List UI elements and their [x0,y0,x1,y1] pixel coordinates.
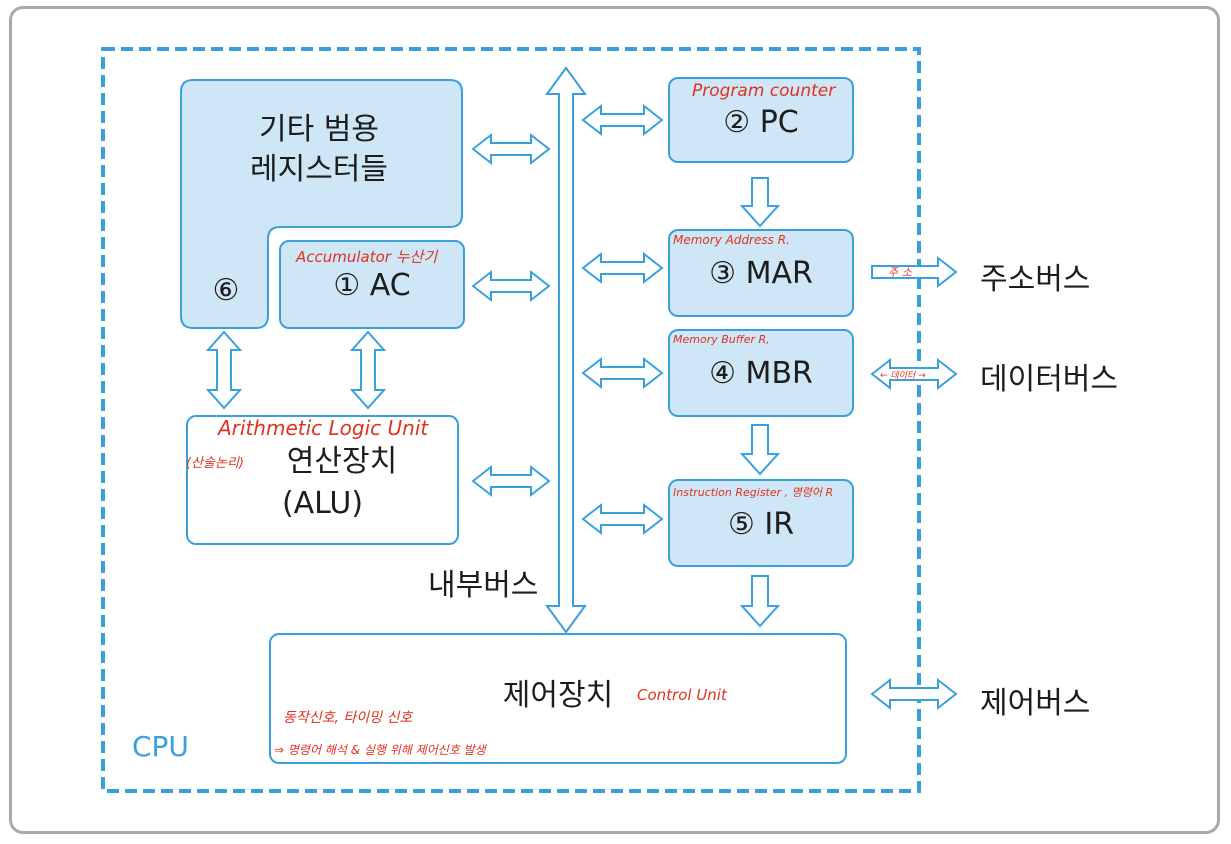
ac-label: ① AC [333,268,411,303]
mbr-label: ④ MBR [709,356,813,391]
accumulator-note: Accumulator 누산기 [296,248,438,266]
instruction-register-note: Instruction Register , 명령어 R [673,486,834,499]
data-bus-arrow [870,357,958,391]
alu-bus-arrow [471,464,551,498]
mar-box [668,229,854,317]
alu-line2: (ALU) [281,486,364,521]
cpu-label: CPU [132,730,189,763]
mbr-to-ir-arrow [739,424,781,476]
pc-to-mar-arrow [739,177,781,228]
general-registers-alu-arrow [205,330,243,410]
alu-box [186,415,459,545]
pc-box [668,77,854,163]
address-bus-arrow [871,255,958,289]
alu-note-korean: (산술논리) [186,456,244,471]
control-bus-arrow [870,677,958,711]
address-bus-label: 주소버스 [980,262,1091,297]
internal-bus-arrow [545,66,587,634]
general-registers-line2: 레지스터들 [250,152,388,187]
ir-box [668,479,854,567]
mbr-box [668,329,854,417]
alu-note: Arithmetic Logic Unit [218,416,429,440]
ac-box [279,240,465,329]
general-registers-number: ⑥ [212,273,240,308]
cpu-boundary [101,47,921,793]
control-unit-label: 제어장치 [502,678,614,713]
ir-bus-arrow [581,502,664,536]
memory-address-note: Memory Address R. [673,233,790,247]
memory-buffer-note: Memory Buffer R, [673,333,770,346]
ir-label: ⑤ IR [727,507,795,542]
ac-bus-arrow [471,269,551,303]
control-signal-note: 동작신호, 타이밍 신호 [283,710,413,726]
ir-to-control-arrow [739,575,781,628]
internal-bus-label: 내부버스 [428,568,539,603]
control-unit-note: Control Unit [637,686,727,704]
pc-label: ② PC [723,105,799,140]
mar-bus-arrow [581,251,664,285]
data-bus-note: ← 데이터 → [880,371,926,381]
data-bus-label: 데이터버스 [980,362,1118,397]
mar-label: ③ MAR [709,256,813,291]
ac-alu-arrow [349,330,387,410]
pc-bus-arrow [581,103,664,137]
control-signal-detail-note: ⇒ 명령어 해석 & 실행 위해 제어신호 발생 [274,743,486,757]
program-counter-note: Program counter [692,81,836,101]
mbr-bus-arrow [581,356,664,390]
alu-line1: 연산장치 [286,444,398,479]
control-bus-label: 제어버스 [980,686,1091,721]
general-registers-line1: 기타 범용 [259,112,379,147]
control-unit-box [269,633,847,764]
general-registers-box [180,79,463,329]
address-bus-note: 주 소 [888,266,912,279]
general-registers-bus-arrow [471,132,551,166]
